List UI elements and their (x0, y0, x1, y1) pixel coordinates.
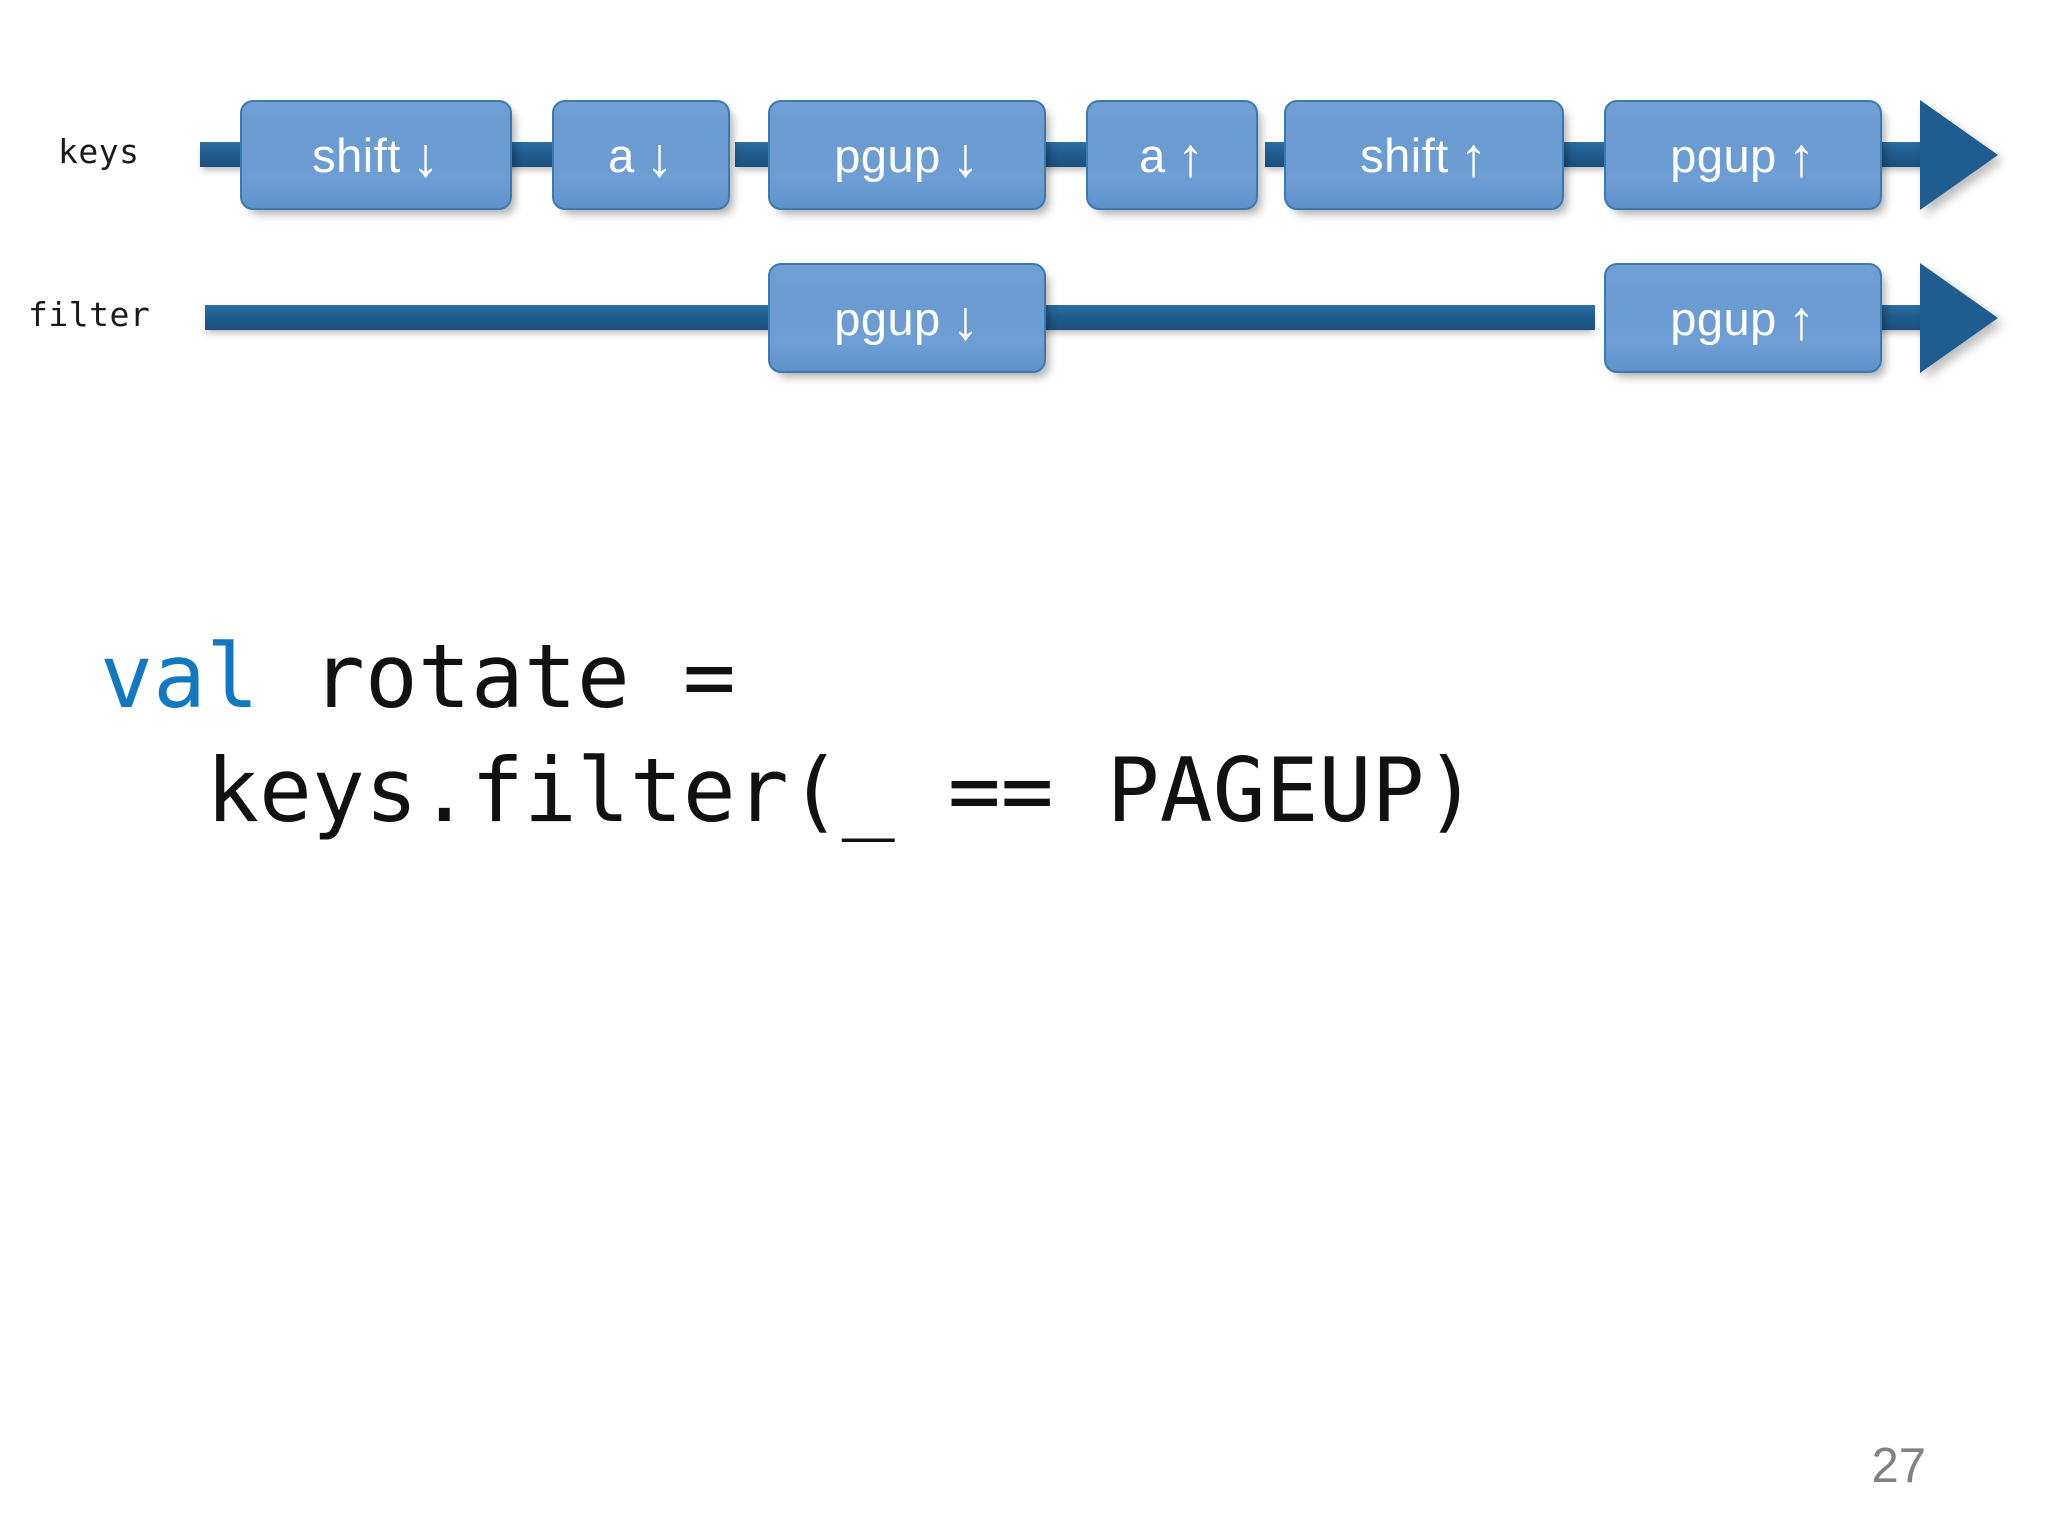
event-direction-arrow-icon: ↑ (1787, 288, 1816, 351)
event-direction-arrow-icon: ↑ (1176, 125, 1205, 188)
event-box[interactable]: pgup↑ (1604, 263, 1882, 373)
code-line2: keys.filter(_ == PAGEUP) (100, 739, 1478, 843)
event-direction-arrow-icon: ↓ (951, 288, 980, 351)
code-line1-rest: rotate = (258, 625, 736, 728)
stream-label-filter: filter (28, 295, 151, 334)
event-label: a (608, 128, 635, 182)
event-box-content: shift↑ (1360, 125, 1488, 188)
event-box[interactable]: shift↓ (240, 100, 512, 210)
event-box[interactable]: pgup↑ (1604, 100, 1882, 210)
event-box-content: pgup↓ (834, 288, 980, 351)
code-keyword-val: val (100, 625, 259, 728)
event-box[interactable]: shift↑ (1284, 100, 1564, 210)
event-label: shift (1360, 128, 1449, 182)
event-box-content: a↑ (1139, 125, 1205, 188)
event-box-content: pgup↓ (834, 125, 980, 188)
event-label: pgup (1670, 128, 1777, 182)
event-box-content: pgup↑ (1670, 288, 1816, 351)
event-direction-arrow-icon: ↓ (951, 125, 980, 188)
event-box-content: pgup↑ (1670, 125, 1816, 188)
event-box-content: shift↓ (312, 125, 440, 188)
arrowhead-keys (1920, 100, 1998, 210)
event-box-content: a↓ (608, 125, 674, 188)
event-label: pgup (834, 291, 941, 345)
arrowhead-filter (1920, 263, 1998, 373)
event-box[interactable]: pgup↓ (768, 263, 1046, 373)
code-block: val rotate = keys.filter(_ == PAGEUP) (100, 620, 1478, 849)
event-direction-arrow-icon: ↑ (1787, 125, 1816, 188)
event-label: pgup (1670, 291, 1777, 345)
stream-row-keys: keys shift↓ a↓ pgup↓ a↑ (0, 90, 2048, 240)
event-direction-arrow-icon: ↑ (1459, 125, 1488, 188)
stream-row-filter: filter pgup↓ pgup↑ (0, 245, 2048, 395)
stream-label-keys: keys (58, 132, 140, 171)
event-box[interactable]: a↓ (552, 100, 730, 210)
event-box[interactable]: a↑ (1086, 100, 1258, 210)
page-number: 27 (1871, 1439, 1926, 1493)
event-label: a (1139, 128, 1166, 182)
timeline-filter-segment (1030, 305, 1595, 330)
event-box[interactable]: pgup↓ (768, 100, 1046, 210)
timeline-filter-segment (205, 305, 805, 330)
event-label: shift (312, 128, 401, 182)
event-direction-arrow-icon: ↓ (645, 125, 674, 188)
event-direction-arrow-icon: ↓ (411, 125, 440, 188)
event-label: pgup (834, 128, 941, 182)
